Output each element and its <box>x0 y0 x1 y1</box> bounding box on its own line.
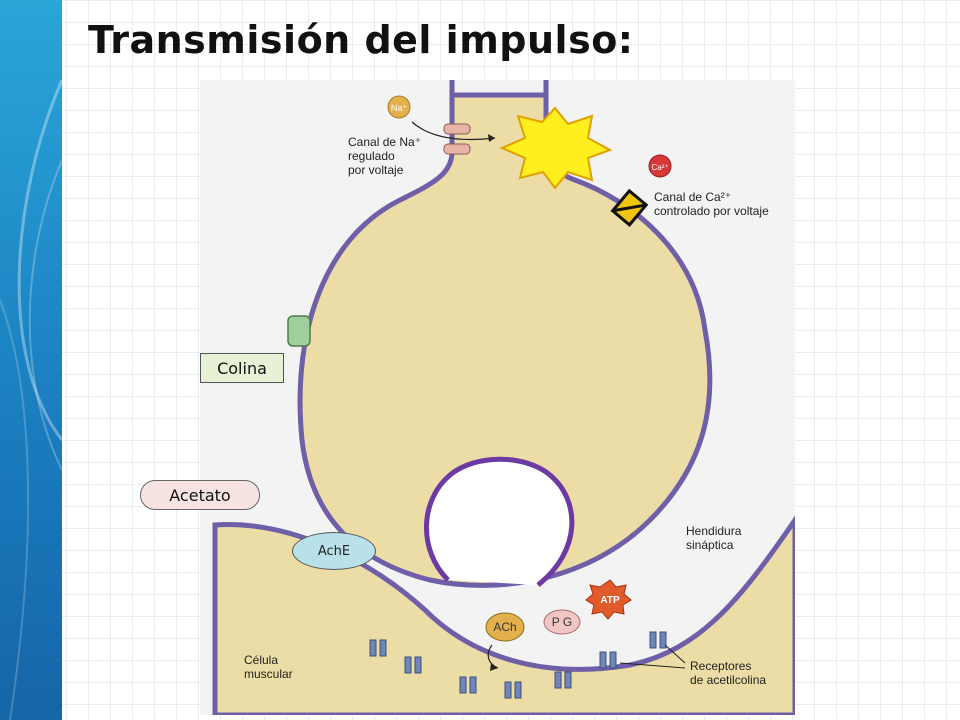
receptor-3 <box>459 676 477 694</box>
impulse-star <box>499 106 613 190</box>
receptor-4 <box>504 681 522 699</box>
choline-transporter <box>287 315 311 347</box>
ca-ion <box>648 154 672 178</box>
receptors-label-1: Receptores <box>690 659 751 673</box>
receptors-label-2: de acetilcolina <box>690 673 766 687</box>
ach-molecule <box>485 612 525 642</box>
synapse-diagram: Na⁺ Canal de Na⁺ regulado por voltaje Ca… <box>200 80 795 715</box>
atp-badge <box>585 579 632 620</box>
colina-label-box: Colina <box>200 353 284 383</box>
na-channel-label-2: regulado <box>348 149 395 163</box>
receptor-1 <box>369 639 387 657</box>
page-title: Transmisión del impulso: <box>88 18 634 62</box>
receptor-pointer-2 <box>619 662 686 669</box>
muscle-label-1: Célula <box>244 653 278 667</box>
cleft-label-2: sináptica <box>686 538 734 552</box>
na-ion-label: Na⁺ <box>391 103 408 113</box>
receptor-5 <box>554 671 572 689</box>
na-arrow <box>411 121 496 141</box>
acetato-label-pill: Acetato <box>140 480 260 510</box>
receptor-6 <box>599 651 617 669</box>
receptor-pointer-1 <box>664 644 686 664</box>
na-channel-label-3: por voltaje <box>348 163 404 177</box>
ca-channel-icon <box>610 188 649 228</box>
pg-molecule <box>543 609 581 635</box>
ach-receptors <box>369 631 667 699</box>
ache-label-pill: AchE <box>292 532 376 570</box>
side-decoration-band <box>0 0 62 720</box>
muscle-label-2: muscular <box>244 667 293 681</box>
na-ion <box>387 95 411 119</box>
receptor-2 <box>404 656 422 674</box>
ach-label: ACh <box>493 620 516 634</box>
ca-channel-label-2: controlado por voltaje <box>654 204 769 218</box>
fusing-vesicle <box>424 456 575 587</box>
ca-channel-label-1: Canal de Ca²⁺ <box>654 190 731 204</box>
ca-ion-label: Ca²⁺ <box>651 163 668 172</box>
na-channel-label-1: Canal de Na⁺ <box>348 135 421 149</box>
cleft-label-1: Hendidura <box>686 524 742 538</box>
na-channel-bottom <box>443 143 471 155</box>
synapse-illustration: Na⁺ Canal de Na⁺ regulado por voltaje Ca… <box>200 80 795 715</box>
receptor-7 <box>649 631 667 649</box>
decorative-swoosh <box>0 79 62 720</box>
pg-label: P G <box>552 615 572 629</box>
na-channel-top <box>443 123 471 135</box>
atp-label: ATP <box>600 595 620 606</box>
